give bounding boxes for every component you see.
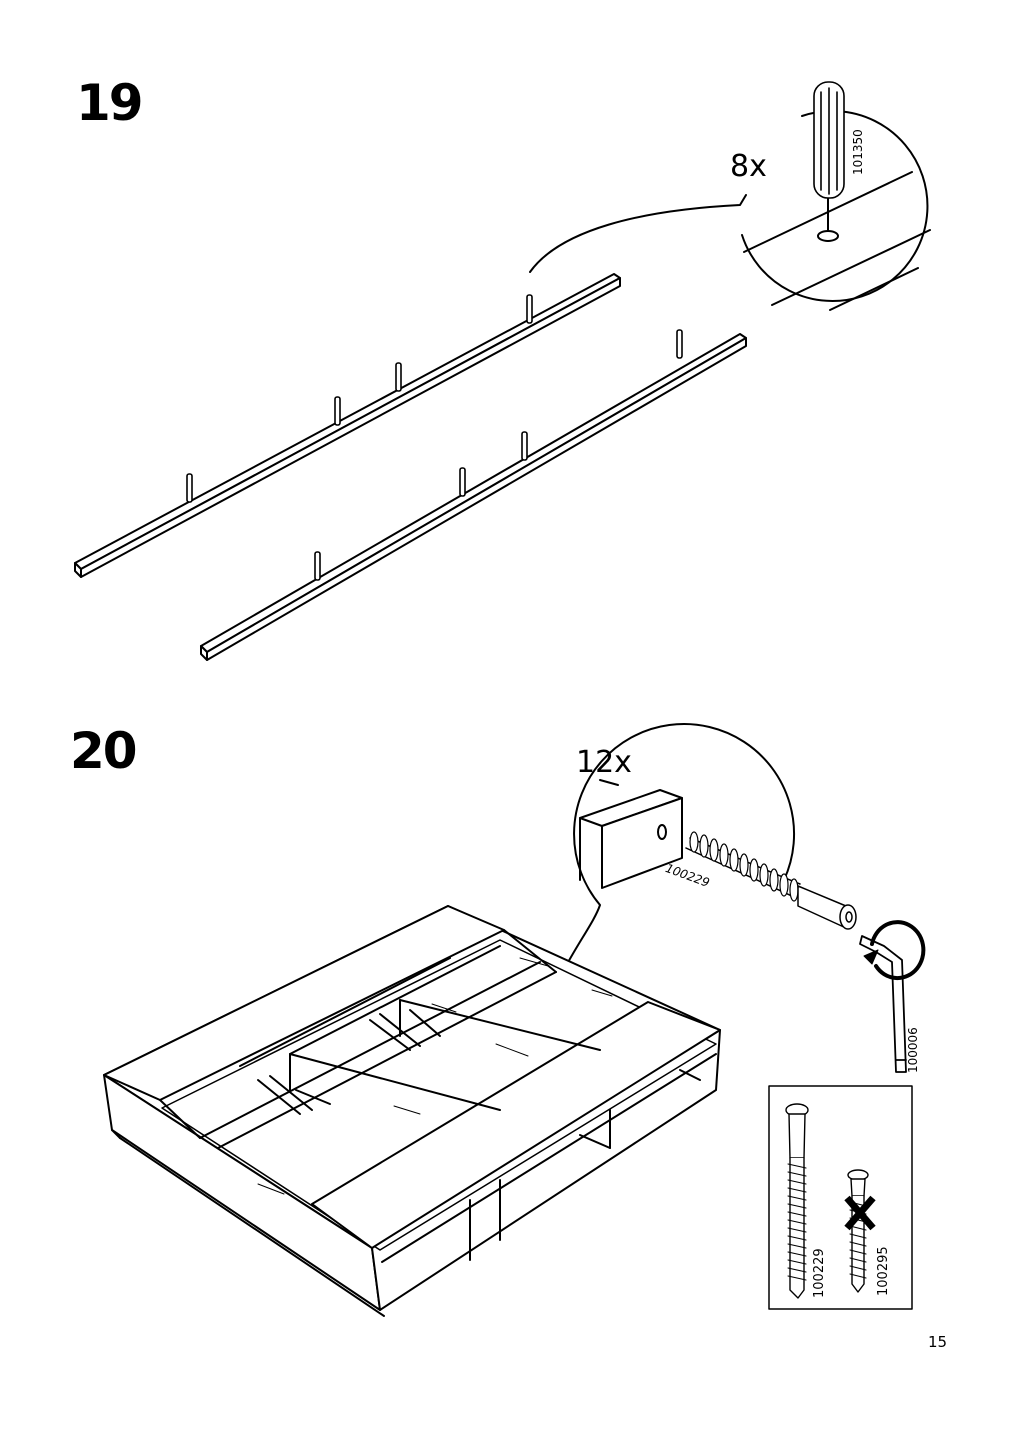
cross-mark-icon: [844, 1195, 876, 1231]
quantity-label-20: 12x: [576, 745, 632, 780]
quantity-label-19: 8x: [730, 149, 767, 184]
rail-1: [74, 273, 621, 578]
step-number-19: 19: [76, 74, 144, 132]
dowel-icon: [813, 81, 845, 199]
part-number-hex-key: 100006: [906, 1027, 920, 1073]
dowels-on-rails: [186, 294, 683, 581]
callout-20: [565, 723, 795, 967]
callout-19: [529, 109, 931, 311]
step-number-20: 20: [70, 722, 138, 780]
part-number-correct-screw: 100229: [812, 1248, 827, 1298]
part-number-dowel: 101350: [851, 129, 865, 175]
hex-key-icon: [859, 935, 907, 1073]
frame-markings: [257, 957, 613, 1195]
bed-frame: [103, 905, 721, 1317]
rail-2: [200, 333, 747, 661]
screw-comparison-box: [768, 1085, 913, 1310]
rotate-arrow-icon: [863, 920, 926, 981]
page-number: 15: [928, 1333, 948, 1351]
part-number-incorrect-screw: 100295: [876, 1246, 891, 1296]
bolt-icon: [685, 831, 857, 930]
